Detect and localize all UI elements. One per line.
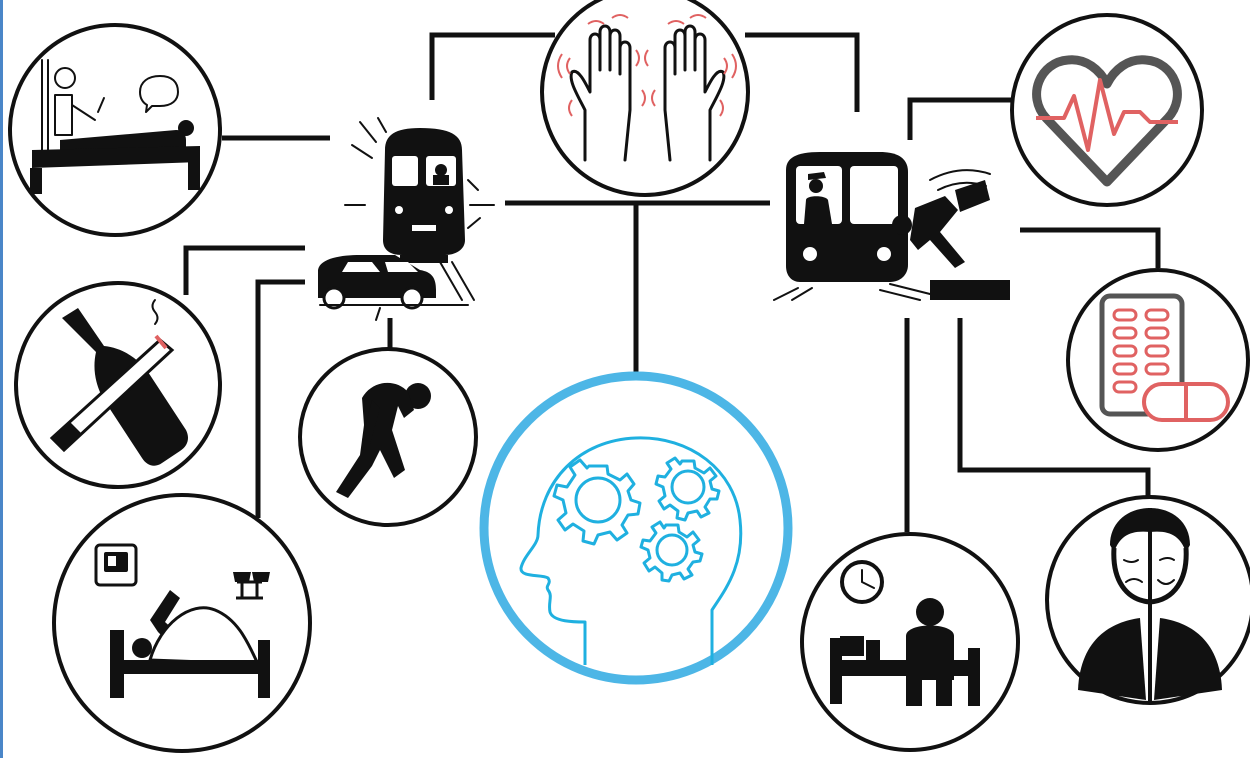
train-person-struck-icon <box>773 152 1010 301</box>
trembling-hands-node <box>540 0 750 197</box>
center-head-gears <box>479 371 793 685</box>
insomnia-node <box>800 532 1020 752</box>
gear-large <box>552 458 642 546</box>
no-alcohol-smoking-icon <box>49 299 188 466</box>
hospital-patient-icon <box>30 59 200 194</box>
hospital-patient-node <box>8 23 222 237</box>
trembling-hands-icon <box>557 14 737 162</box>
gear-top-right <box>654 456 721 522</box>
no-alcohol-smoking-node <box>14 281 222 489</box>
medication-node <box>1066 268 1250 452</box>
medication-icon <box>1099 293 1230 422</box>
connector-lines <box>183 32 1161 532</box>
center-ring <box>479 371 793 685</box>
left-edge-bar <box>0 0 3 758</box>
mood-split-face-icon <box>1078 508 1222 702</box>
head-gears-icon <box>519 436 743 665</box>
mood-node <box>1045 495 1250 705</box>
nightmare-bed-node <box>52 493 312 753</box>
fatigued-person-node <box>298 347 478 527</box>
sleepless-bed-clock-icon <box>830 560 980 706</box>
heart-rate-node <box>1010 13 1204 207</box>
train-car-collision-icon <box>318 117 495 321</box>
nightmare-bed-icon <box>94 543 270 698</box>
heart-rate-icon <box>1032 55 1182 187</box>
gear-bottom <box>639 520 704 583</box>
fatigued-person-icon <box>336 382 431 498</box>
